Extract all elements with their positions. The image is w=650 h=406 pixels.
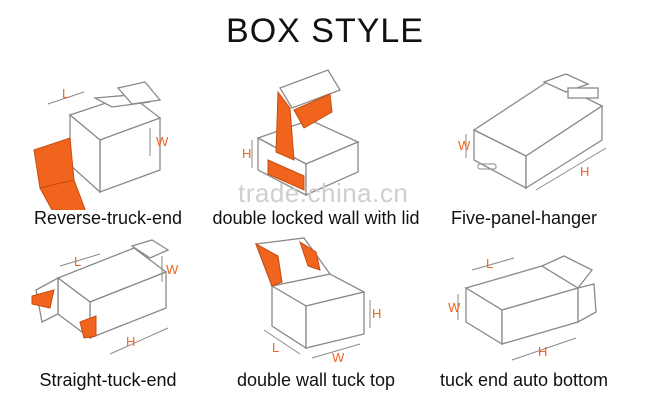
box-double-wall-tuck-top: H L W double wall tuck top [208, 226, 424, 406]
box-reverse-tuck-end: L W Reverse-truck-end [0, 60, 216, 240]
page-title: BOX STYLE [226, 12, 424, 50]
box-side-panel [305, 291, 365, 349]
orange-inner-flap-lower [39, 179, 86, 210]
reverse-tuck-end-diagram: L W [33, 81, 169, 210]
orange-inner-flap [33, 137, 75, 189]
dim-label-w: W [156, 134, 169, 149]
tuck-end-auto-bottom-diagram: L W H [448, 255, 597, 361]
orange-lock-wall-left [275, 90, 295, 161]
dim-label-l: L [486, 256, 493, 271]
box-tuck-end-auto-bottom: L W H tuck end auto bottom [416, 226, 632, 406]
dim-label-h: H [242, 146, 251, 161]
tuck-flap [116, 81, 162, 105]
dim-label-w: W [458, 138, 471, 153]
orange-lock-wall-back [293, 93, 333, 129]
caption-tuck-end-auto-bottom: tuck end auto bottom [439, 370, 609, 390]
hanger-tab [567, 87, 599, 99]
box-double-locked-wall: H double locked wall with lid [208, 60, 424, 240]
orange-inner-flap [31, 289, 55, 309]
watermark: trade.china.cn [238, 178, 409, 208]
dim-label-h: H [538, 344, 547, 359]
orange-dust-flap [79, 315, 97, 339]
dim-label-w: W [166, 262, 179, 277]
caption-five-panel-hanger: Five-panel-hanger [450, 208, 598, 228]
lid-panel [279, 69, 341, 109]
box-side-panel [525, 104, 603, 190]
double-wall-tuck-top-diagram: H L W [255, 237, 381, 365]
tuck-flap [130, 239, 170, 259]
side-flap [577, 283, 597, 324]
box-five-panel-hanger: W H Five-panel-hanger [416, 60, 632, 240]
five-panel-hanger-diagram: W H [458, 73, 607, 191]
straight-tuck-end-diagram: L W H [31, 239, 179, 355]
orange-inner-wall [267, 159, 305, 191]
orange-lid-wall [255, 242, 283, 287]
dim-label-l: L [62, 86, 69, 101]
dim-label-w: W [332, 350, 345, 365]
orange-lid-wall-right [299, 240, 321, 271]
dim-label-h: H [580, 164, 589, 179]
dim-label-l: L [74, 254, 81, 269]
box-side-wall [305, 141, 359, 196]
box-straight-tuck-end: L W H Straight-tuck-end [0, 226, 216, 406]
dim-label-l: L [272, 340, 279, 355]
caption-double-locked-wall: double locked wall with lid [212, 208, 420, 228]
caption-double-wall-tuck-top: double wall tuck top [236, 370, 396, 390]
caption-straight-tuck-end: Straight-tuck-end [39, 370, 177, 390]
dim-label-h: H [126, 334, 135, 349]
tuck-flap [540, 255, 593, 289]
dim-label-h: H [372, 306, 381, 321]
dim-label-w: W [448, 300, 461, 315]
double-locked-wall-diagram: H [242, 69, 360, 197]
caption-reverse-tuck-end: Reverse-truck-end [33, 208, 183, 228]
